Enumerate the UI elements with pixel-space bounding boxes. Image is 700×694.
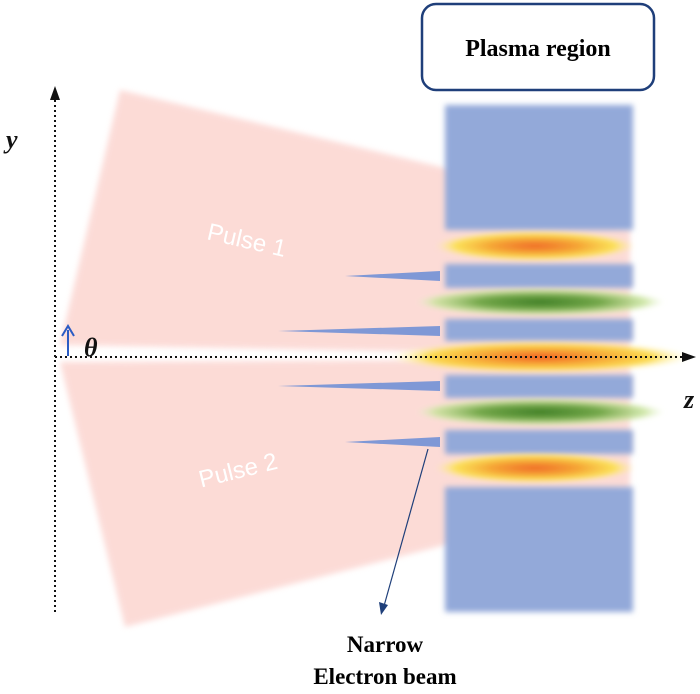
plasma-region [445, 105, 633, 612]
electron-beam-caption-line2: Electron beam [313, 664, 456, 689]
electron-beam-wedge [345, 271, 440, 281]
angle-indicator: θ [61, 324, 98, 362]
electron-beams [278, 271, 440, 447]
plasma-block-bottom [445, 487, 633, 612]
plasma-strip [445, 375, 633, 398]
pulse-1-beam [60, 90, 630, 355]
angle-label: θ [84, 333, 98, 362]
angle-arrow-icon [61, 324, 75, 337]
plasma-strip [445, 264, 633, 288]
plasma-region-label: Plasma region [465, 36, 611, 62]
y-axis-label: y [3, 125, 18, 154]
fringe-green [415, 398, 665, 426]
fringe-hot [435, 453, 635, 483]
plasma-strip [445, 430, 633, 454]
plasma-block-top [445, 105, 633, 230]
electron-beam-wedge [278, 326, 440, 336]
z-axis-label: z [683, 385, 695, 414]
axes: y z [3, 86, 696, 612]
fringe-hot [435, 231, 635, 261]
z-axis-arrowhead [682, 352, 696, 362]
electron-beam-wedge [278, 381, 440, 391]
electron-beam-wedge [345, 437, 440, 447]
plasma-label-border [420, 2, 656, 92]
plasma-label-box: Plasma region [420, 2, 656, 92]
electron-beam-caption-line1: Narrow [347, 632, 424, 657]
y-axis-arrowhead [50, 86, 60, 100]
fringe-green [415, 288, 665, 316]
pointer-arrowhead [379, 602, 388, 615]
electron-beam-pointer [379, 448, 429, 615]
pointer-line [383, 448, 429, 607]
pulse-2-beam [60, 360, 630, 627]
plasma-strip [445, 319, 633, 341]
